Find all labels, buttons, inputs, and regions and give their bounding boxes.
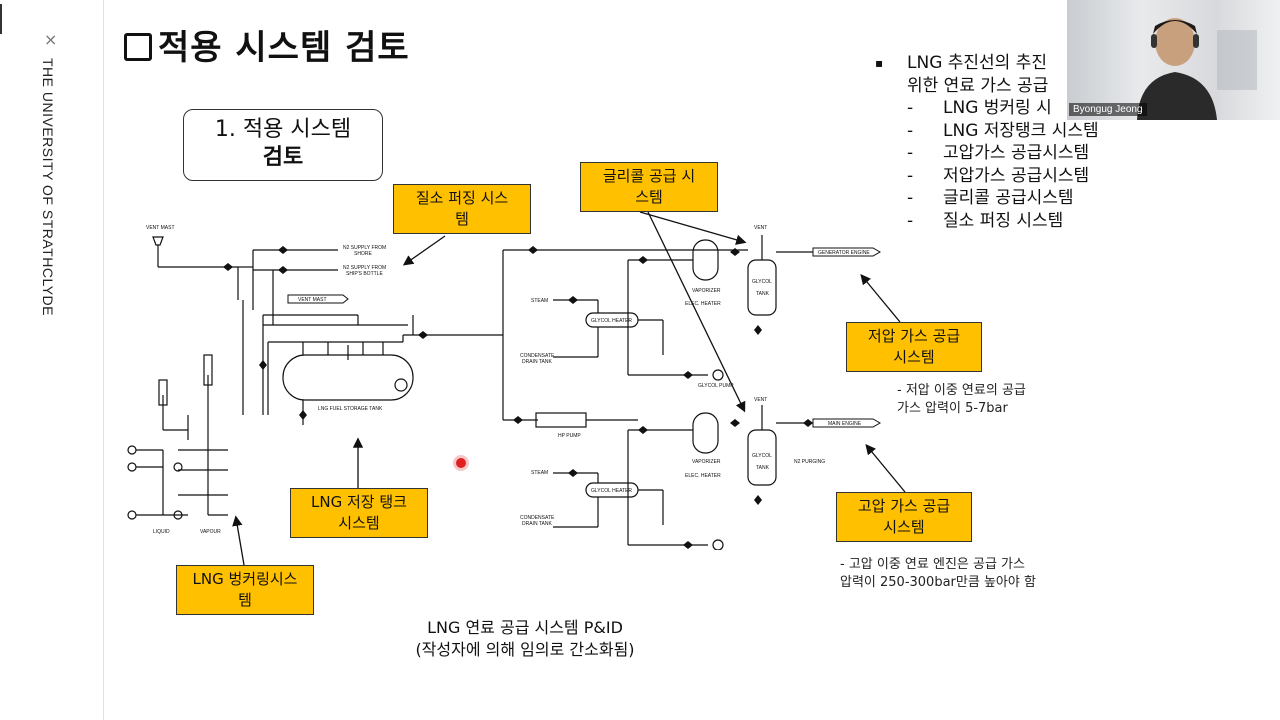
presenter-silhouette-icon: [1137, 18, 1257, 120]
label-vapour: VAPOUR: [200, 529, 221, 535]
label-n2-shore: N2 SUPPLY FROM: [343, 245, 386, 251]
bullet-main-line1: LNG 추진선의 추진: [907, 53, 1048, 73]
note-high-pressure-line2: 압력이 250-300bar만큼 높아야 함: [840, 575, 1036, 590]
label-drain-tank-2: DRAIN TANK: [522, 521, 552, 527]
caption-line1: LNG 연료 공급 시스템 P&ID: [427, 618, 623, 637]
bullet-main-line2: 위한 연료 가스 공급: [907, 75, 1049, 96]
label-glycol-tank-2b: TANK: [756, 465, 770, 471]
callout-storage-tank: LNG 저장 탱크 시스템: [290, 488, 428, 538]
laser-pointer-icon: [456, 458, 466, 468]
bullet-sub-item: -저압가스 공급시스템: [907, 165, 1090, 186]
diagram-caption: LNG 연료 공급 시스템 P&ID (작성자에 의해 임의로 간소화됨): [380, 617, 670, 661]
sidebar: × THE UNIVERSITY OF STRATHCLYDE: [0, 0, 104, 720]
label-liquid: LIQUID: [153, 529, 170, 535]
note-low-pressure-line1: - 저압 이중 연료의 공급: [897, 383, 1026, 398]
label-glycol-heater: GLYCOL HEATER: [591, 318, 632, 324]
university-label: THE UNIVERSITY OF STRATHCLYDE: [40, 58, 56, 316]
bullet-sub-item: -LNG 저장탱크 시스템: [907, 120, 1099, 141]
label-vent-mast-top: VENT MAST: [146, 225, 175, 231]
label-glycol-tank: GLYCOL: [752, 279, 772, 285]
caption-line2: (작성자에 의해 임의로 간소화됨): [415, 640, 635, 659]
slide-title: 적용 시스템 검토: [124, 20, 410, 69]
callout-high-pressure: 고압 가스 공급 시스템: [836, 492, 972, 542]
label-vent-2: VENT: [754, 397, 767, 403]
participant-name: Byongug Jeong: [1069, 103, 1147, 116]
sidebar-marker: [0, 4, 2, 34]
section-box-line2: 검토: [262, 145, 304, 170]
bullet-sub-item: -고압가스 공급시스템: [907, 143, 1090, 163]
label-n2-bottle: N2 SUPPLY FROM: [343, 265, 386, 271]
label-main-engine: MAIN ENGINE: [828, 421, 862, 427]
label-n2-shore-2: SHORE: [354, 251, 372, 257]
close-icon[interactable]: ×: [44, 30, 58, 49]
label-steam-2: STEAM: [531, 470, 548, 476]
label-glycol-tank-b: TANK: [756, 291, 770, 297]
label-condensate-2: CONDENSATE: [520, 515, 555, 521]
label-drain-tank: DRAIN TANK: [522, 359, 552, 365]
checkbox-square-icon: [124, 33, 152, 61]
label-storage-tank: LNG FUEL STORAGE TANK: [318, 406, 383, 412]
label-n2-bottle-2: SHIP'S BOTTLE: [346, 271, 383, 277]
callout-nitrogen-purging: 질소 퍼징 시스 템: [393, 184, 531, 234]
note-high-pressure-line1: - 고압 이중 연료 엔진은 공급 가스: [840, 557, 1025, 572]
section-box: 1. 적용 시스템 검토: [183, 109, 383, 181]
label-vent: VENT: [754, 225, 767, 231]
webcam-video[interactable]: Byongug Jeong: [1067, 0, 1280, 120]
label-glycol-pump: GLYCOL PUMP: [698, 383, 734, 389]
label-vent-mast-mid: VENT MAST: [298, 297, 327, 303]
bullet-sub-item: -LNG 벙커링 시: [907, 98, 1052, 118]
label-vaporizer: VAPORIZER: [692, 288, 721, 294]
slide-title-text: 적용 시스템 검토: [158, 28, 410, 68]
note-high-pressure: - 고압 이중 연료 엔진은 공급 가스 압력이 250-300bar만큼 높아…: [840, 556, 1036, 592]
label-condensate: CONDENSATE: [520, 353, 555, 359]
bullet-main: LNG 추진선의 추진 위한 연료 가스 공급: [875, 52, 1099, 97]
bullet-sub-item: -질소 퍼징 시스템: [907, 210, 1064, 231]
label-steam: STEAM: [531, 298, 548, 304]
bullet-list: LNG 추진선의 추진 위한 연료 가스 공급 -LNG 벙커링 시 -LNG …: [875, 52, 1099, 232]
note-low-pressure-line2: 가스 압력이 5-7bar: [897, 401, 1008, 416]
label-generator-engine: GENERATOR ENGINE: [818, 250, 870, 256]
section-box-line1: 1. 적용 시스템: [214, 117, 352, 142]
label-glycol-tank-2: GLYCOL: [752, 453, 772, 459]
callout-glycol-supply: 글리콜 공급 시 스템: [580, 162, 718, 212]
label-elec-heater: ELEC. HEATER: [685, 301, 721, 307]
label-elec-heater-2: ELEC. HEATER: [685, 473, 721, 479]
note-low-pressure: - 저압 이중 연료의 공급 가스 압력이 5-7bar: [897, 382, 1026, 418]
label-vaporizer-2: VAPORIZER: [692, 459, 721, 465]
callout-bunkering: LNG 벙커링시스 템: [176, 565, 314, 615]
label-glycol-heater-2: GLYCOL HEATER: [591, 488, 632, 494]
label-hp-pump: HP PUMP: [558, 433, 581, 439]
callout-low-pressure: 저압 가스 공급 시스템: [846, 322, 982, 372]
bullet-sub-item: -글리콜 공급시스템: [907, 188, 1074, 208]
pid-diagram: VENT MAST N2 SUPPLY FROM SHORE N2 SUPPLY…: [127, 225, 882, 550]
label-n2-purging: N2 PURGING: [794, 459, 825, 465]
